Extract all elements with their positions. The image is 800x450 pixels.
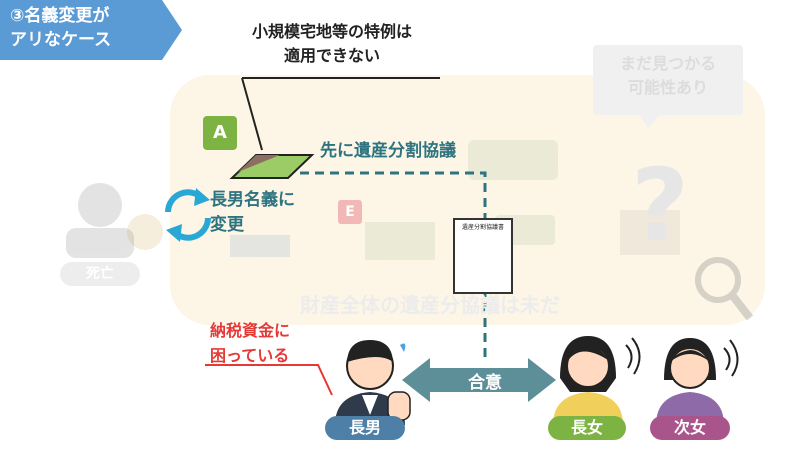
speech-bubble-line1: まだ見つかる	[619, 54, 716, 73]
land-parcel-soil	[238, 155, 280, 172]
ownership-change-label: 長男名義に 変更	[210, 188, 350, 238]
eldest-daughter-badge: 長女	[548, 416, 626, 440]
refresh-cycle-icon	[165, 188, 211, 242]
callout-pointer	[241, 77, 263, 151]
red-callout-line	[205, 364, 333, 396]
section-tag-line2: アリなケース	[10, 30, 112, 50]
magnifier-icon	[695, 257, 754, 321]
section-tag-line1: ③名義変更が	[10, 6, 110, 26]
section-tag-shape	[0, 0, 182, 60]
split-agreement-label: 先に遺産分割協議	[320, 141, 456, 161]
speech-bubble-line2: 可能性あり	[627, 78, 708, 97]
question-mark-icon: ?	[631, 147, 689, 264]
eldest-daughter-icon	[553, 336, 641, 425]
eldest-son-icon	[335, 340, 411, 425]
agreement-document-title: 遺産分割協議書	[461, 224, 504, 231]
agreement-label: 合意	[468, 373, 502, 393]
deceased-person-icon	[66, 183, 134, 258]
ownership-change-line2: 変更	[210, 215, 244, 235]
tax-funds-line1: 納税資金に	[210, 321, 291, 340]
second-daughter-badge: 次女	[650, 416, 730, 440]
deceased-badge: 死亡	[60, 262, 140, 286]
asset-badge-a: A	[203, 116, 237, 150]
asset-badge-e: E	[338, 200, 362, 224]
tax-funds-line2: 困っている	[210, 346, 290, 365]
eldest-son-badge: 長男	[325, 416, 405, 440]
ownership-change-line1: 長男名義に	[210, 190, 295, 210]
speech-bubble	[593, 45, 743, 115]
agreement-document-icon	[453, 218, 513, 294]
agreement-double-arrow	[402, 358, 556, 402]
faded-caption: 財産全体の遺産分協議は未だ	[300, 293, 560, 317]
bubble-tail	[640, 115, 660, 128]
tax-funds-label: 納税資金に 困っている	[210, 318, 320, 368]
exception-note-line1: 小規模宅地等の特例は	[251, 22, 412, 41]
faded-assets	[127, 140, 680, 260]
exception-note: 小規模宅地等の特例は 適用できない	[222, 20, 442, 68]
section-tag: ③名義変更が アリなケース	[10, 4, 170, 52]
second-daughter-icon	[656, 338, 739, 425]
dashed-connector	[300, 171, 487, 360]
speech-bubble-text: まだ見つかる 可能性あり	[593, 52, 743, 100]
exception-note-line2: 適用できない	[283, 46, 380, 65]
